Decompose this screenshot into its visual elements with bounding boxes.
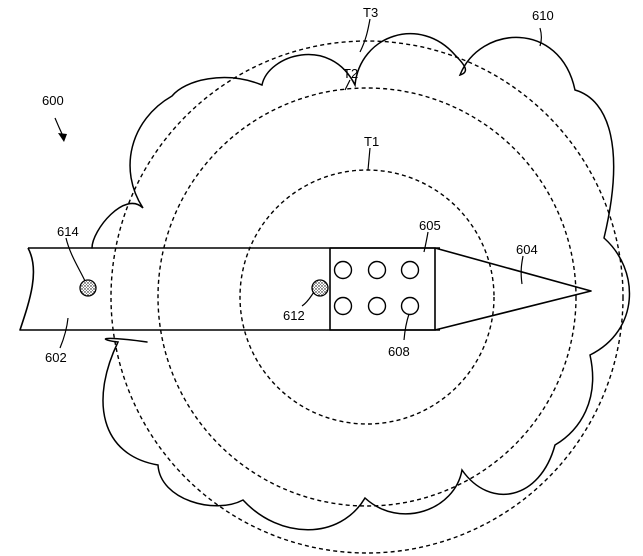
leader-614 — [66, 238, 85, 281]
arrowhead-600 — [58, 133, 67, 142]
electrode-hole — [402, 298, 419, 315]
electrode-hole — [335, 262, 352, 279]
electrode-region — [330, 248, 435, 330]
electrode-hole — [335, 298, 352, 315]
label-electrode-region: 605 — [419, 218, 441, 233]
label-sensor-distal: 612 — [283, 308, 305, 323]
leader-604 — [521, 256, 523, 284]
ring-t1 — [240, 170, 494, 424]
leader-605 — [424, 232, 428, 252]
electrode-hole — [369, 298, 386, 315]
label-tip: 604 — [516, 242, 538, 257]
label-cloud: 610 — [532, 8, 554, 23]
label-shaft: 602 — [45, 350, 67, 365]
probe-tip — [435, 248, 591, 330]
ring-t2 — [158, 88, 576, 506]
label-t1: T1 — [364, 134, 379, 149]
ring-t3 — [111, 41, 623, 553]
electrode-hole — [402, 262, 419, 279]
sensor-614 — [80, 280, 96, 296]
leader-602 — [60, 318, 68, 348]
leader-608 — [404, 314, 409, 340]
label-figure: 600 — [42, 93, 64, 108]
leader-612 — [302, 292, 314, 306]
label-sensor-proximal: 614 — [57, 224, 79, 239]
ablation-cloud — [92, 34, 629, 530]
leader-t1 — [368, 148, 370, 170]
sensor-612 — [312, 280, 328, 296]
electrode-hole — [369, 262, 386, 279]
leader-610 — [540, 28, 542, 46]
leader-t3 — [360, 19, 370, 52]
label-electrode: 608 — [388, 344, 410, 359]
label-t2: T2 — [343, 66, 358, 81]
label-t3: T3 — [363, 5, 378, 20]
